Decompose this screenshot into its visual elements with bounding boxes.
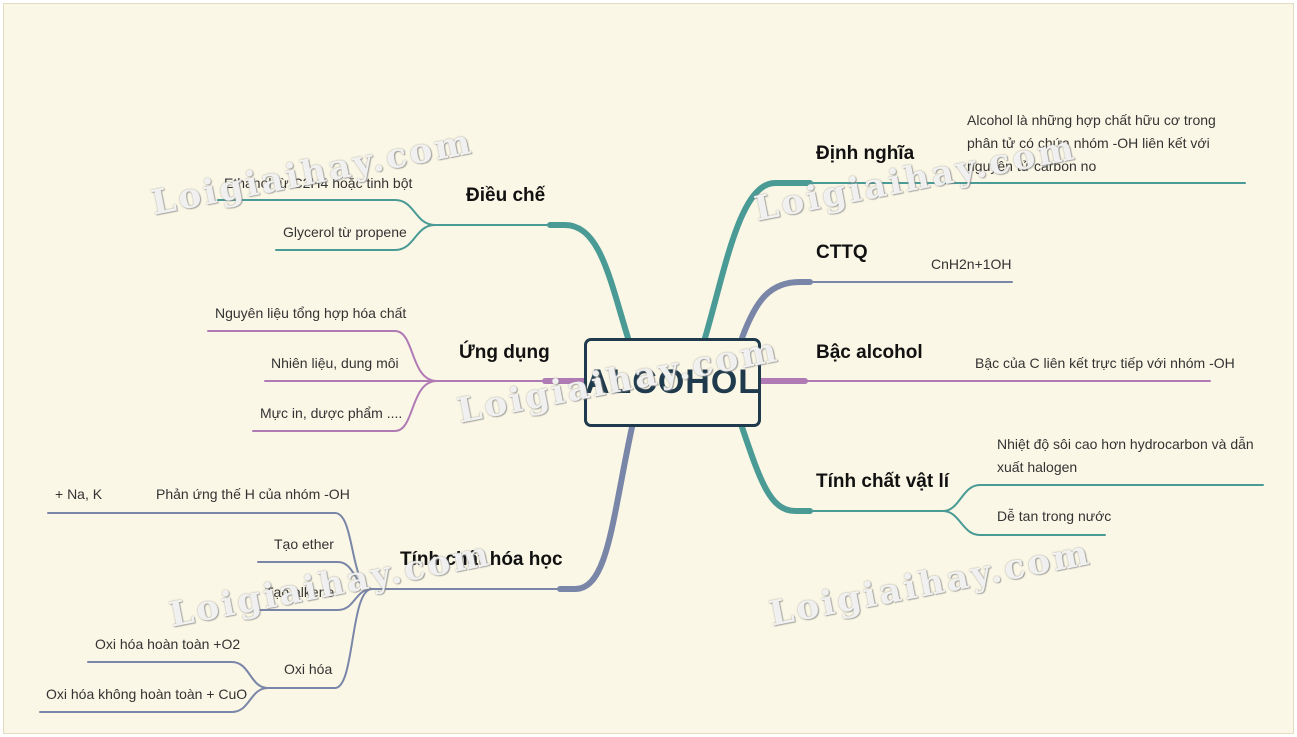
leaf-the-h-na-k: + Na, K — [55, 486, 103, 502]
central-title: ALCOHOL — [584, 363, 761, 401]
line-vat-li-2 — [942, 510, 1106, 536]
branch-dieu-che[interactable]: Điều chế — [466, 185, 546, 206]
leaf-oxi-hoa: Oxi hóa — [284, 661, 333, 677]
leaf-ung-dung-chemicals: Nguyên liệu tổng hợp hóa chất — [215, 305, 407, 321]
leaf-oxi-hoa-hoan-toan: Oxi hóa hoàn toàn +O2 — [95, 636, 241, 652]
branch-bac-alcohol[interactable]: Bậc alcohol — [816, 342, 923, 363]
leaf-oxi-hoa-khong-hoan-toan: Oxi hóa không hoàn toàn + CuO — [46, 686, 248, 702]
trunk-tinh-chat-vat-li — [739, 424, 813, 514]
leaf-bac-alcohol-detail: Bậc của C liên kết trực tiếp với nhóm -O… — [975, 355, 1235, 371]
line-ung-dung-1 — [207, 330, 438, 382]
line-vat-li-1 — [942, 484, 1264, 512]
trunk-dieu-che — [547, 222, 631, 341]
central-node[interactable]: ALCOHOL — [584, 338, 761, 427]
leaf-vat-li-boiling-point: Nhiệt độ sôi cao hơn hydrocarbon và dẫn … — [997, 436, 1254, 475]
branch-cttq[interactable]: CTTQ — [816, 242, 868, 263]
leaf-vat-li-solubility: Dễ tan trong nước — [997, 508, 1112, 524]
leaf-tao-alkene: Tạo alkene — [265, 584, 335, 600]
branch-tinh-chat-vat-li[interactable]: Tính chất vật lí — [816, 471, 950, 492]
leaf-dieu-che-ethanol: Ethanol từ C2H4 hoặc tinh bột — [224, 175, 413, 191]
line-oxi-hoa-2 — [39, 687, 269, 713]
leaf-dieu-che-glycerol: Glycerol từ propene — [283, 224, 407, 240]
trunk-tinh-chat-hoa-hoc — [557, 424, 635, 592]
leaf-dinh-nghia-detail: Alcohol là những hợp chất hữu cơ trong p… — [967, 112, 1216, 174]
line-tao-ether — [257, 561, 373, 590]
line-oxi-hoa-1 — [87, 661, 269, 689]
line-dieu-che-2 — [275, 224, 436, 251]
leaf-cttq-formula: CnH2n+1OH — [931, 256, 1012, 272]
leaf-tao-ether: Tạo ether — [274, 536, 334, 552]
leaf-ung-dung-fuel: Nhiên liệu, dung môi — [271, 355, 399, 371]
line-oxi-hoa — [267, 588, 373, 689]
leaf-ung-dung-ink: Mực in, dược phẩm .... — [260, 405, 403, 421]
line-dieu-che-1 — [217, 199, 436, 226]
branch-dinh-nghia[interactable]: Định nghĩa — [816, 143, 915, 164]
branch-ung-dung[interactable]: Ứng dụng — [459, 342, 550, 363]
trunk-dinh-nghia — [702, 180, 813, 341]
line-ung-dung-3 — [252, 380, 438, 432]
branch-tinh-chat-hoa-hoc[interactable]: Tính chất hóa học — [400, 549, 563, 570]
line-the-h — [47, 512, 373, 590]
trunk-cttq — [739, 279, 813, 341]
leaf-the-h: Phản ứng thế H của nhóm -OH — [156, 486, 350, 502]
